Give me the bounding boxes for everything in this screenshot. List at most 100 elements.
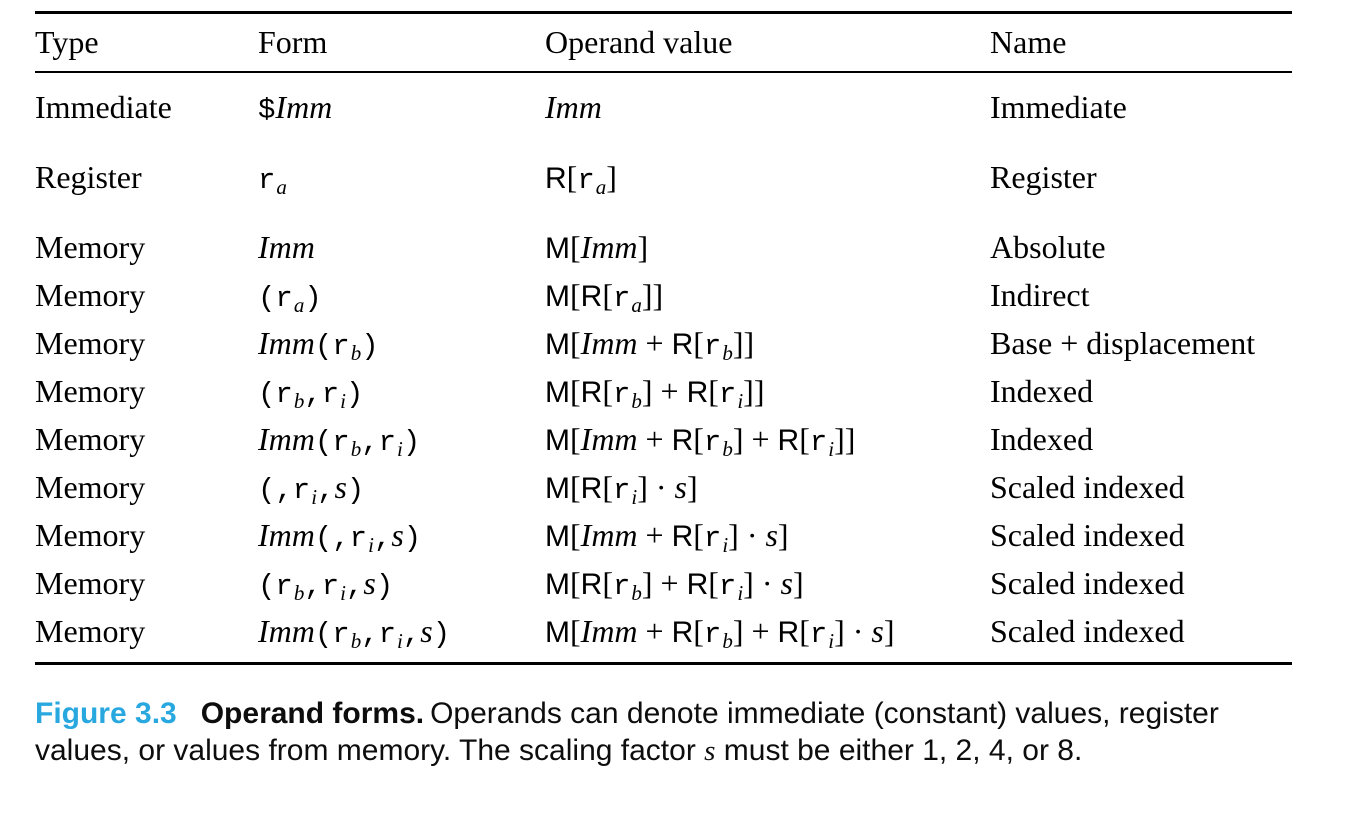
text-segment: M <box>545 376 570 409</box>
book-page: Type Form Operand value Name Immediate$I… <box>0 11 1356 814</box>
cell-type: Memory <box>35 469 146 505</box>
text-segment: [ <box>602 373 613 409</box>
text-segment: s <box>391 517 404 553</box>
table-row: Memory(rb,ri)M[R[rb] + R[ri]]Indexed <box>35 367 1292 415</box>
text-segment: , <box>317 474 335 507</box>
text-segment: Imm <box>545 89 602 125</box>
cell-type: Immediate <box>35 89 172 125</box>
text-segment: ]] <box>641 277 664 313</box>
cell-form: $Imm <box>258 83 545 135</box>
cell-type: Memory <box>35 229 146 265</box>
text-segment: a <box>293 293 305 317</box>
text-segment: R <box>671 328 694 361</box>
text-segment: [ <box>570 565 581 601</box>
cell-name: Indexed <box>990 421 1094 457</box>
text-segment: [ <box>570 421 581 457</box>
cell-operand-value: M[Imm + R[ri] · s] <box>545 511 990 569</box>
text-segment: Imm <box>258 229 315 265</box>
text-segment: Imm <box>258 613 315 649</box>
cell-type: Memory <box>35 277 146 313</box>
operand-forms-table: Type Form Operand value Name Immediate$I… <box>35 11 1292 665</box>
table-header-rule <box>35 71 1292 73</box>
cell-operand-value: M[Imm + R[rb]] <box>545 319 990 377</box>
text-segment: + <box>637 517 672 553</box>
text-segment: r <box>612 570 631 603</box>
cell-operand-value: M[R[ri] · s] <box>545 463 990 521</box>
text-segment: M <box>545 424 570 457</box>
text-segment: b <box>631 581 642 605</box>
text-segment: r <box>809 426 828 459</box>
cell-operand-value: Imm <box>545 83 990 135</box>
table-row: Memory(rb,ri,s)M[R[rb] + R[ri] · s]Scale… <box>35 559 1292 607</box>
text-segment: Imm <box>275 89 333 125</box>
text-segment: ] + <box>641 565 687 601</box>
text-segment: i <box>828 437 835 461</box>
text-segment: r <box>612 474 631 507</box>
text-segment: ]] <box>732 325 755 361</box>
cell-operand-value: R[ra] <box>545 153 990 211</box>
text-segment: $ <box>258 94 276 127</box>
text-segment: r <box>718 570 737 603</box>
cell-operand-value: M[R[ra]] <box>545 271 990 329</box>
text-segment: ] + <box>732 613 778 649</box>
text-segment: (r <box>314 330 350 363</box>
text-segment: Imm <box>580 325 638 361</box>
text-segment: ) <box>432 618 451 651</box>
text-segment: a <box>595 175 607 199</box>
text-segment: (r <box>258 282 293 315</box>
text-segment: s <box>334 469 347 505</box>
table-row: Memory(,ri,s)M[R[ri] · s]Scaled indexed <box>35 463 1292 511</box>
text-segment: b <box>350 341 362 365</box>
text-segment: (,r <box>258 474 311 507</box>
text-segment: r <box>577 164 595 197</box>
cell-name: Scaled indexed <box>990 565 1185 601</box>
text-segment: i <box>828 629 835 653</box>
cell-form: (ra) <box>258 271 545 329</box>
text-segment: , <box>402 618 421 651</box>
text-segment: ,r <box>304 570 340 603</box>
text-segment: [ <box>693 421 704 457</box>
text-segment: Imm <box>258 421 315 457</box>
text-segment: i <box>722 533 729 557</box>
text-segment: M <box>545 568 570 601</box>
cell-form: Imm(rb,ri) <box>258 415 545 473</box>
text-segment: i <box>340 581 346 605</box>
text-segment: ] <box>637 229 649 265</box>
text-segment: R <box>686 376 709 409</box>
text-segment: [ <box>570 469 581 505</box>
text-segment: + <box>637 613 672 649</box>
text-segment: r <box>809 618 828 651</box>
text-segment: ] <box>606 159 617 195</box>
text-segment: Imm <box>258 325 315 361</box>
cell-type: Memory <box>35 421 146 457</box>
text-segment: b <box>631 389 642 413</box>
text-segment: i <box>311 485 318 509</box>
text-segment: [ <box>570 277 581 313</box>
text-segment: b <box>350 629 362 653</box>
table-row: Memory(ra)M[R[ra]]Indirect <box>35 271 1292 319</box>
text-segment: M <box>545 520 570 553</box>
text-segment: ) <box>345 378 364 411</box>
cell-operand-value: M[Imm + R[rb] + R[ri] · s] <box>545 607 990 665</box>
text-segment: s <box>765 517 778 553</box>
cell-type: Memory <box>35 613 146 649</box>
cell-name: Scaled indexed <box>990 517 1185 553</box>
text-segment: M <box>545 328 570 361</box>
cell-operand-value: M[Imm + R[rb] + R[ri]] <box>545 415 990 473</box>
text-segment: Imm <box>580 517 638 553</box>
text-segment: s <box>674 469 687 505</box>
text-segment: R <box>671 424 694 457</box>
text-segment: i <box>397 437 403 461</box>
cell-type: Register <box>35 159 142 195</box>
text-segment: s <box>363 565 376 601</box>
cell-name: Base + displacement <box>990 325 1256 361</box>
text-segment: ] · <box>743 565 781 601</box>
text-segment: r <box>612 282 631 315</box>
text-segment: [ <box>570 613 581 649</box>
text-segment: ) <box>402 426 421 459</box>
